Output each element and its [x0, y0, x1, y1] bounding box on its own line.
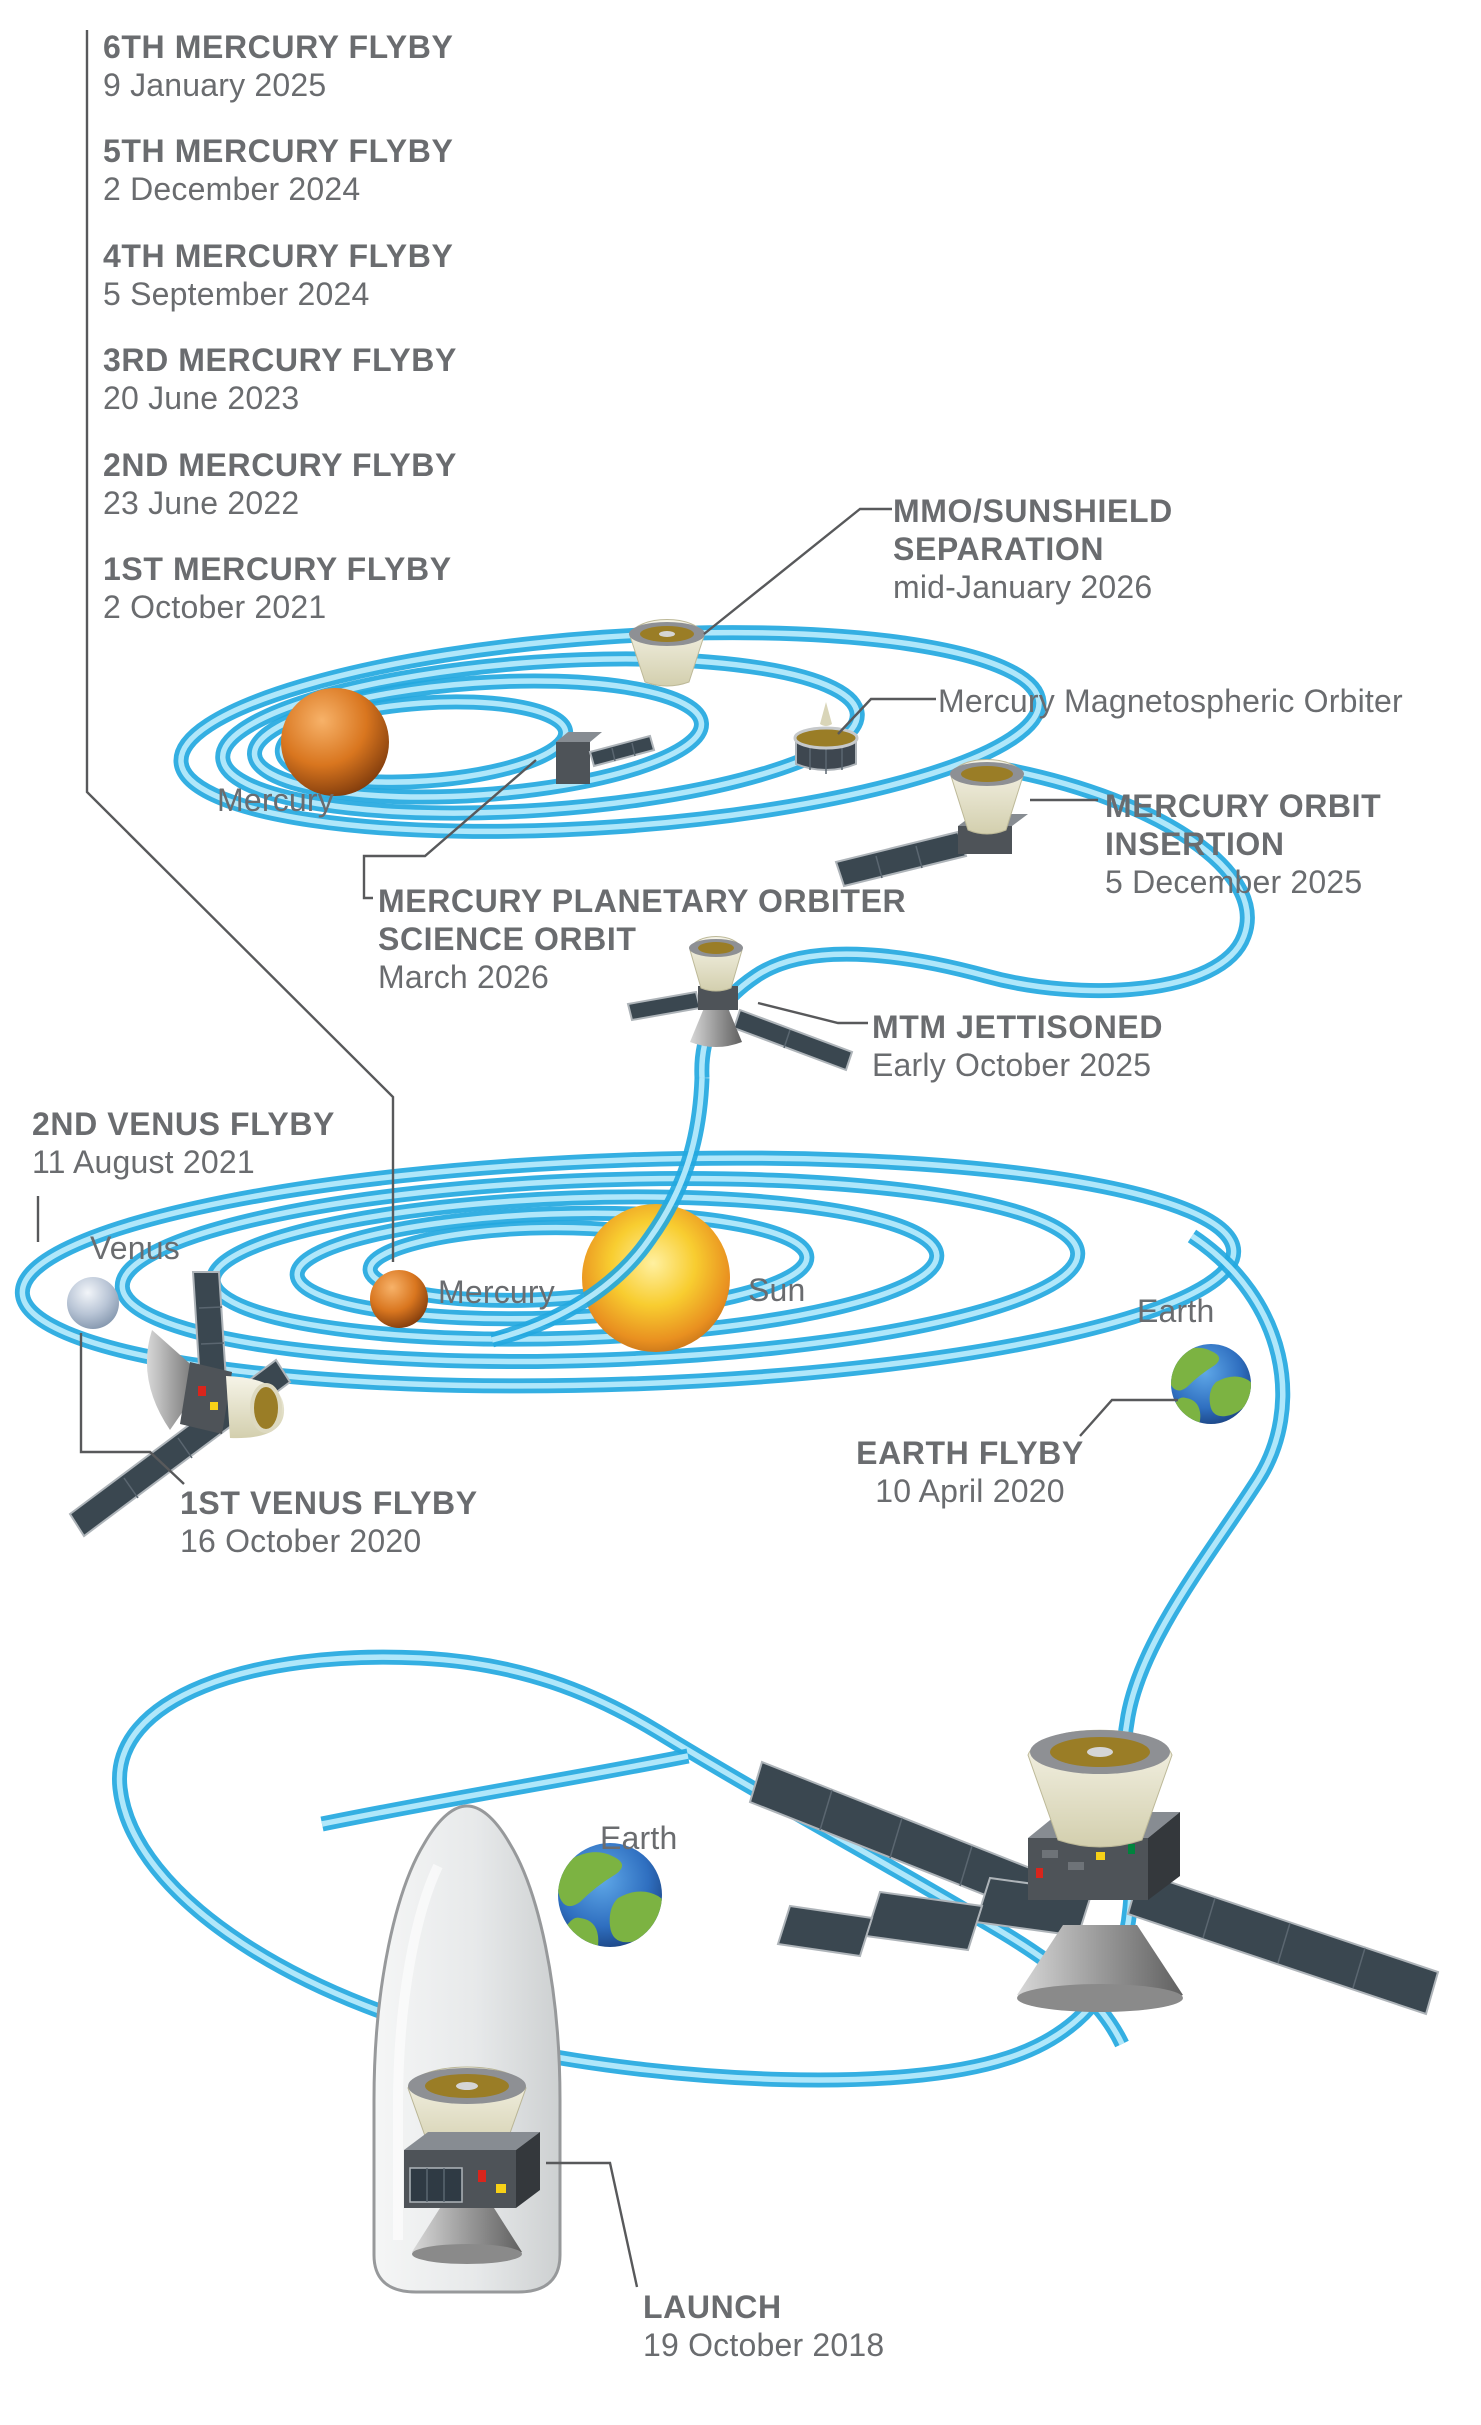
flyby-entry-1: 1ST MERCURY FLYBY 2 October 2021 — [103, 550, 452, 626]
label-date: Early October 2025 — [872, 1047, 1152, 1083]
trajectory-insertion-segment — [694, 762, 1255, 1079]
flyby-date: 5 September 2024 — [103, 276, 370, 312]
flyby-entry-3: 3RD MERCURY FLYBY 20 June 2023 — [103, 341, 457, 417]
label-date: 11 August 2021 — [32, 1144, 255, 1180]
label-date: 10 April 2020 — [875, 1473, 1065, 1509]
mmo-orbiter-spacecraft — [793, 702, 859, 774]
label-line: INSERTION — [1105, 826, 1285, 862]
mtm-jettison-spacecraft — [626, 936, 854, 1072]
flyby-date: 2 October 2021 — [103, 589, 327, 625]
venus-planet — [67, 1277, 119, 1329]
flyby-title: 1ST MERCURY FLYBY — [103, 551, 452, 587]
orbit-insertion-label: MERCURY ORBIT INSERTION 5 December 2025 — [1105, 787, 1381, 901]
flyby-title: 5TH MERCURY FLYBY — [103, 133, 454, 169]
label-line: MERCURY PLANETARY ORBITER — [378, 883, 907, 919]
flyby-title: 2ND MERCURY FLYBY — [103, 447, 457, 483]
mercury-top-label: Mercury — [217, 782, 334, 818]
mercury-planet-top — [281, 688, 389, 796]
flyby-date: 20 June 2023 — [103, 380, 300, 416]
label-date: 19 October 2018 — [643, 2327, 885, 2363]
orbit-insertion-spacecraft — [834, 759, 1028, 888]
flyby-title: 3RD MERCURY FLYBY — [103, 342, 457, 378]
earth-bottom-label: Earth — [600, 1820, 678, 1856]
earth-planet-right — [1171, 1344, 1251, 1424]
label-date: mid-January 2026 — [893, 569, 1153, 605]
launch-label: LAUNCH 19 October 2018 — [643, 2288, 884, 2364]
flyby-entry-5: 5TH MERCURY FLYBY 2 December 2024 — [103, 132, 453, 208]
stacked-spacecraft-in-fairing — [404, 2066, 540, 2264]
label-line: LAUNCH — [643, 2289, 782, 2325]
label-line: MTM JETTISONED — [872, 1009, 1164, 1045]
label-line: SCIENCE ORBIT — [378, 921, 637, 957]
flyby-title: 6TH MERCURY FLYBY — [103, 29, 454, 65]
trajectory-descent-segment — [490, 1077, 710, 1348]
venus-flyby-spacecraft — [68, 1271, 292, 1538]
label-line: 2ND VENUS FLYBY — [32, 1106, 335, 1142]
mmo-separation-label: MMO/SUNSHIELD SEPARATION mid-January 202… — [893, 492, 1173, 606]
venus-label: Venus — [90, 1230, 180, 1266]
label-date: 5 December 2025 — [1105, 864, 1363, 900]
mtm-jettisoned-label: MTM JETTISONED Early October 2025 — [872, 1008, 1163, 1084]
mmo-orbiter-label: Mercury Magnetospheric Orbiter — [938, 683, 1403, 719]
flyby-title: 4TH MERCURY FLYBY — [103, 238, 454, 274]
label-line: EARTH FLYBY — [856, 1435, 1084, 1471]
flyby-entry-2: 2ND MERCURY FLYBY 23 June 2022 — [103, 446, 457, 522]
label-line: MERCURY ORBIT — [1105, 788, 1382, 824]
sun-label: Sun — [748, 1272, 806, 1308]
flyby-date: 2 December 2024 — [103, 171, 361, 207]
venus-flyby-2-label: 2ND VENUS FLYBY 11 August 2021 — [32, 1105, 335, 1181]
launch-fairing — [372, 1804, 562, 2294]
sun-planet — [582, 1204, 730, 1352]
cruise-composite-spacecraft — [748, 1729, 1440, 2016]
earth-planet-bottom — [558, 1843, 662, 1947]
mpo-science-spacecraft — [556, 732, 656, 784]
label-date: 16 October 2020 — [180, 1523, 422, 1559]
label-line: MMO/SUNSHIELD — [893, 493, 1173, 529]
label-line: 1ST VENUS FLYBY — [180, 1485, 478, 1521]
label-date: March 2026 — [378, 959, 549, 995]
flyby-entry-4: 4TH MERCURY FLYBY 5 September 2024 — [103, 237, 453, 313]
mercury-planet-inner — [370, 1270, 428, 1328]
science-orbit-label: MERCURY PLANETARY ORBITER SCIENCE ORBIT … — [378, 882, 906, 996]
flyby-entry-6: 6TH MERCURY FLYBY 9 January 2025 — [103, 28, 453, 104]
mmo-sunshield-spacecraft — [629, 619, 705, 687]
earth-flyby-label: EARTH FLYBY 10 April 2020 — [820, 1434, 1120, 1510]
flyby-date: 9 January 2025 — [103, 67, 327, 103]
earth-right-label: Earth — [1137, 1293, 1215, 1329]
venus-flyby-1-label: 1ST VENUS FLYBY 16 October 2020 — [180, 1484, 478, 1560]
flyby-date: 23 June 2022 — [103, 485, 300, 521]
label-line: SEPARATION — [893, 531, 1105, 567]
mercury-inner-label: Mercury — [438, 1274, 555, 1310]
leader-lines — [36, 30, 1178, 2288]
